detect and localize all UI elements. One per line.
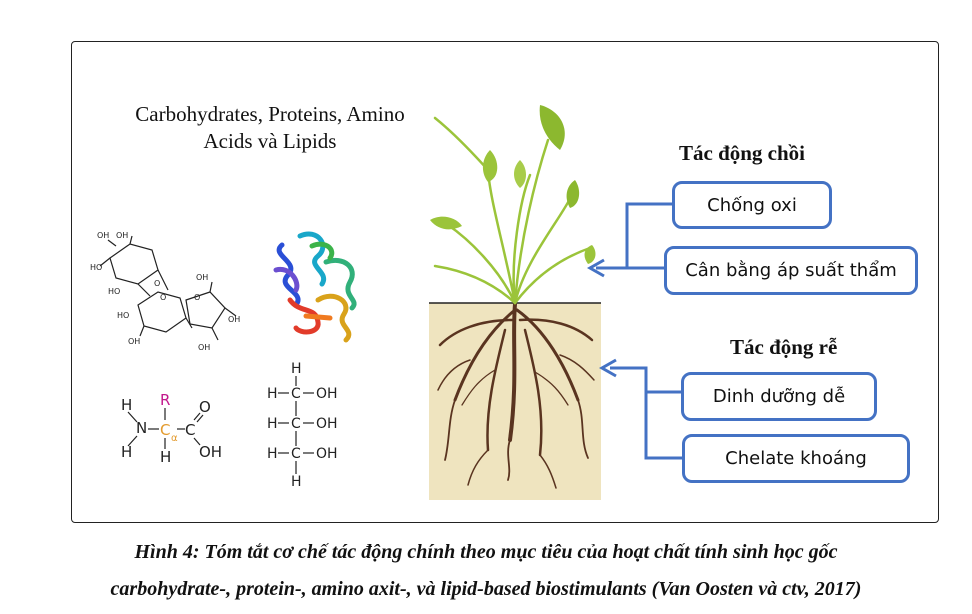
amino-c-alpha: C [160,421,170,439]
figure-caption-line1: Hình 4: Tóm tắt cơ chế tác động chính th… [134,541,838,563]
inputs-label-line2: Acids và Lipids [203,129,337,153]
amino-acid-bonds [127,408,204,449]
glycerol-c-2: C [291,416,301,432]
glycerol-oh-1: OH [316,386,338,402]
svg-text:O: O [160,293,166,302]
amino-h-calpha: H [160,448,171,466]
amino-oh: OH [199,443,222,461]
svg-text:OH: OH [128,337,140,346]
inputs-label: Carbohydrates, Proteins, Amino Acids và … [100,101,440,155]
plant-shoot [430,105,596,305]
effect-box-antioxidant: Chống oxi [672,181,832,229]
root-connector [598,358,682,460]
amino-o: O [199,398,211,416]
amino-r-group: R [160,391,170,409]
glycerol-c-1: C [291,386,301,402]
glycerol-structure: H H C OH H C OH H C OH H [267,361,338,490]
svg-text:OH: OH [97,231,109,240]
effect-box-mineral-chelation: Chelate khoáng [682,434,910,483]
glycerol-oh-2: OH [316,416,338,432]
figure-caption-line2: carbohydrate-, protein-, amino axit-, và… [110,578,862,600]
glycerol-h-top: H [291,361,302,377]
svg-text:HO: HO [108,287,120,296]
protein-structure [273,231,357,343]
glycerol-oh-3: OH [316,446,338,462]
svg-text:HO: HO [90,263,102,272]
inputs-label-line1: Carbohydrates, Proteins, Amino [135,102,405,126]
figure-frame [71,41,939,523]
svg-text:OH: OH [116,231,128,240]
amino-acid-structure: H R N C α C O OH H H [121,391,222,466]
svg-text:HO: HO [117,311,129,320]
svg-text:OH: OH [228,315,240,324]
shoot-connector [586,202,672,278]
amino-alpha: α [171,433,178,444]
shoot-heading: Tác động chồi [679,141,806,165]
glycerol-h-1: H [267,386,278,402]
disaccharide-structure [99,235,237,341]
svg-text:O: O [154,279,160,288]
glycerol-bonds [278,376,314,474]
effect-box-osmotic-balance: Cân bằng áp suất thẩm [664,246,918,295]
glycerol-h-bottom: H [291,474,302,490]
glycerol-c-3: C [291,446,301,462]
glycerol-h-3: H [267,446,278,462]
effect-box-nutrient-availability: Dinh dưỡng dễ [681,372,877,421]
amino-h-bottom: H [121,443,132,461]
svg-text:OH: OH [196,273,208,282]
plant-roots [437,302,595,489]
root-heading: Tác động rễ [730,335,838,359]
amino-n: N [136,419,147,437]
amino-c-carboxyl: C [185,421,195,439]
glycerol-h-2: H [267,416,278,432]
amino-h-top: H [121,396,132,414]
svg-text:OH: OH [198,343,210,352]
svg-text:O: O [194,293,200,302]
